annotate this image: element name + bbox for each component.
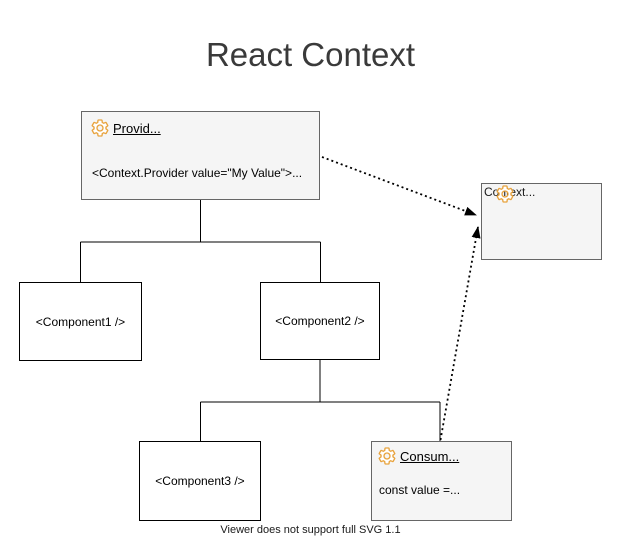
provider-header: Provid... [90, 118, 161, 138]
node-component3[interactable]: <Component3 /> [139, 441, 261, 521]
arrow-provider-to-context [321, 156, 477, 216]
component1-label: <Component1 /> [35, 314, 126, 329]
arrow-consumer-to-context [439, 226, 481, 441]
consumer-code-text: const value =... [379, 483, 461, 497]
gear-icon [91, 119, 109, 137]
provider-label: Provid... [113, 120, 161, 136]
node-consumer[interactable]: Consum... const value =... [371, 441, 512, 521]
page-title: React Context [205, 36, 416, 73]
gear-icon [378, 447, 396, 465]
consumer-header: Consum... [377, 446, 459, 466]
svg-support-note: Viewer does not support full SVG 1.1 [220, 524, 401, 536]
node-component1[interactable]: <Component1 /> [19, 282, 142, 361]
gear-icon [496, 185, 514, 203]
component2-label: <Component2 /> [275, 314, 365, 328]
node-context[interactable]: Context... [481, 183, 602, 260]
consumer-label: Consum... [400, 448, 460, 464]
component3-label: <Component3 /> [155, 474, 245, 488]
node-provider[interactable]: Provid... <Context.Provider value="My Va… [81, 111, 320, 200]
node-component2[interactable]: <Component2 /> [260, 282, 380, 360]
provider-code-text: <Context.Provider value="My Value">... [92, 166, 303, 180]
